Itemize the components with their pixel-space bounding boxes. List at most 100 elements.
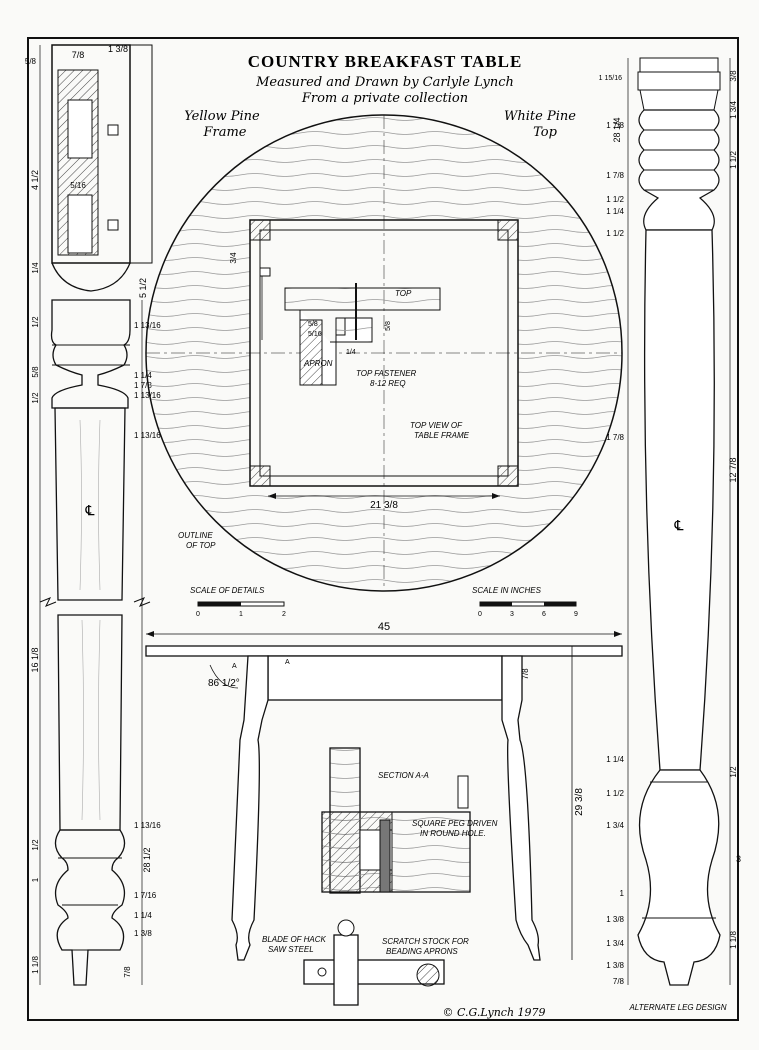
peg-label: SQUARE PEG DRIVEN	[412, 819, 498, 828]
dim-label: 3/8	[729, 70, 738, 82]
dim-label: 1/4	[31, 262, 40, 274]
dim-label: 16 1/8	[30, 647, 40, 672]
signature: © C.G.Lynch 1979	[442, 1006, 545, 1019]
frame-wood-label: Yellow Pine	[184, 109, 260, 124]
left-leg-drawing	[39, 44, 153, 986]
top-wood-label: White Pine	[504, 109, 576, 124]
dim-label: 29 3/8	[574, 788, 585, 816]
blade-label: SAW STEEL	[268, 945, 314, 954]
dim-label: 1	[31, 877, 40, 882]
dim-label: 1 1/2	[729, 151, 738, 169]
leg-centerline: ℄	[85, 502, 95, 518]
dim-label: 3	[736, 854, 741, 864]
dim-label: 1 1/2	[606, 195, 624, 204]
table-elevation	[145, 631, 623, 961]
dim-label: 5/8	[25, 57, 37, 66]
dim-label: 1/2	[31, 316, 40, 328]
dim-label: 5 1/2	[138, 278, 148, 298]
dim-label: 1 7/16	[134, 891, 157, 900]
dim-label: 1 3/4	[606, 939, 624, 948]
outline-label: OUTLINE	[178, 531, 213, 540]
scale-tick: 3	[510, 611, 514, 618]
subtitle-author: Measured and Drawn by Carlyle Lynch	[255, 75, 514, 90]
outline-label: OF TOP	[186, 541, 216, 550]
topview-label: TOP VIEW OF	[410, 421, 463, 430]
dim-label: 1 1/8	[729, 931, 738, 949]
dim-label: 5/8	[308, 321, 318, 328]
scale-tick: 6	[542, 611, 546, 618]
top-view-drawing	[145, 114, 623, 592]
scale-inches-label: SCALE IN INCHES	[472, 586, 542, 595]
dim-label: 1/2	[31, 392, 40, 404]
dim-label: 7/8	[72, 50, 85, 60]
dim-label: 1 15/16	[599, 75, 622, 82]
leg-centerline: ℄	[674, 517, 684, 533]
dim-label: 5/8	[31, 366, 40, 378]
dim-label: 7/8	[123, 966, 132, 978]
dim-label: 1	[620, 889, 625, 898]
dim-label: 86 1/2°	[208, 678, 240, 689]
dim-label: 1 13/16	[134, 821, 161, 830]
right-leg-drawing	[627, 57, 731, 986]
dim-label: 4 1/2	[30, 170, 40, 190]
blade-label: BLADE OF HACK	[262, 935, 327, 944]
section-marker: A	[232, 663, 237, 670]
dim-label: 3/4	[229, 252, 238, 264]
topview-label: TABLE FRAME	[414, 431, 470, 440]
dim-label: 7/8	[613, 977, 625, 986]
page-title: COUNTRY BREAKFAST TABLE	[248, 52, 523, 71]
dim-label: 1 1/4	[134, 371, 152, 380]
dim-label: 1 1/4	[606, 207, 624, 216]
subtitle-collection: From a private collection	[301, 91, 468, 106]
dim-label: 5/8	[385, 321, 392, 331]
dim-label: 1 1/8	[31, 956, 40, 974]
dim-label: 1 1/2	[606, 789, 624, 798]
dim-label: 1 3/8	[134, 929, 152, 938]
top-wood-label: Top	[533, 125, 557, 140]
section-aa-drawing	[321, 747, 471, 894]
dim-label: 1 7/8	[134, 381, 152, 390]
fastener-label: TOP FASTENER	[356, 369, 417, 378]
dim-label: 1 7/8	[606, 121, 624, 130]
apron-label: APRON	[303, 359, 333, 368]
dim-label: 1 3/4	[729, 101, 738, 119]
frame-wood-label: Frame	[202, 125, 246, 140]
dim-label: 28 1/4	[612, 117, 622, 142]
dim-label: 1 7/8	[606, 433, 624, 442]
dim-label: 45	[378, 621, 390, 633]
dim-label: 1 1/4	[134, 911, 152, 920]
dim-label: 1 13/16	[134, 431, 161, 440]
dim-label: 1/4	[346, 349, 356, 356]
dim-label: 1 3/8	[606, 961, 624, 970]
dim-label: 1 1/2	[606, 229, 624, 238]
dim-label: 1 3/8	[108, 44, 128, 54]
top-label: TOP	[395, 289, 412, 298]
scale-tick: 9	[574, 611, 578, 618]
dim-label: 5/16	[70, 181, 86, 190]
dim-label: 1 3/4	[606, 821, 624, 830]
alternate-leg-label: ALTERNATE LEG DESIGN	[628, 1003, 726, 1012]
dim-label: 7/8	[521, 668, 530, 680]
scale-inches-bar	[479, 601, 577, 607]
dim-label: 1/2	[31, 839, 40, 851]
fastener-label: 8-12 REQ	[370, 379, 406, 388]
scale-tick: 0	[478, 611, 482, 618]
dim-label: 1 7/8	[606, 171, 624, 180]
dim-label: 12 7/8	[728, 457, 738, 482]
dim-label: 1 1/4	[606, 755, 624, 764]
dim-label: 1 3/8	[606, 915, 624, 924]
scale-tick: 2	[282, 611, 286, 618]
scratch-label: SCRATCH STOCK FOR	[382, 937, 469, 946]
scale-tick: 0	[196, 611, 200, 618]
sheet-border	[27, 37, 739, 1021]
scratch-stock-drawing	[303, 919, 445, 1006]
dim-label: 1 13/16	[134, 391, 161, 400]
scale-details-label: SCALE OF DETAILS	[190, 586, 265, 595]
dim-label: 28 1/2	[142, 847, 152, 872]
section-marker: A	[285, 659, 290, 666]
dim-label: 1/2	[729, 766, 738, 778]
dim-label: 5/16	[308, 331, 322, 338]
section-label: SECTION A-A	[378, 771, 429, 780]
scale-tick: 1	[239, 611, 243, 618]
